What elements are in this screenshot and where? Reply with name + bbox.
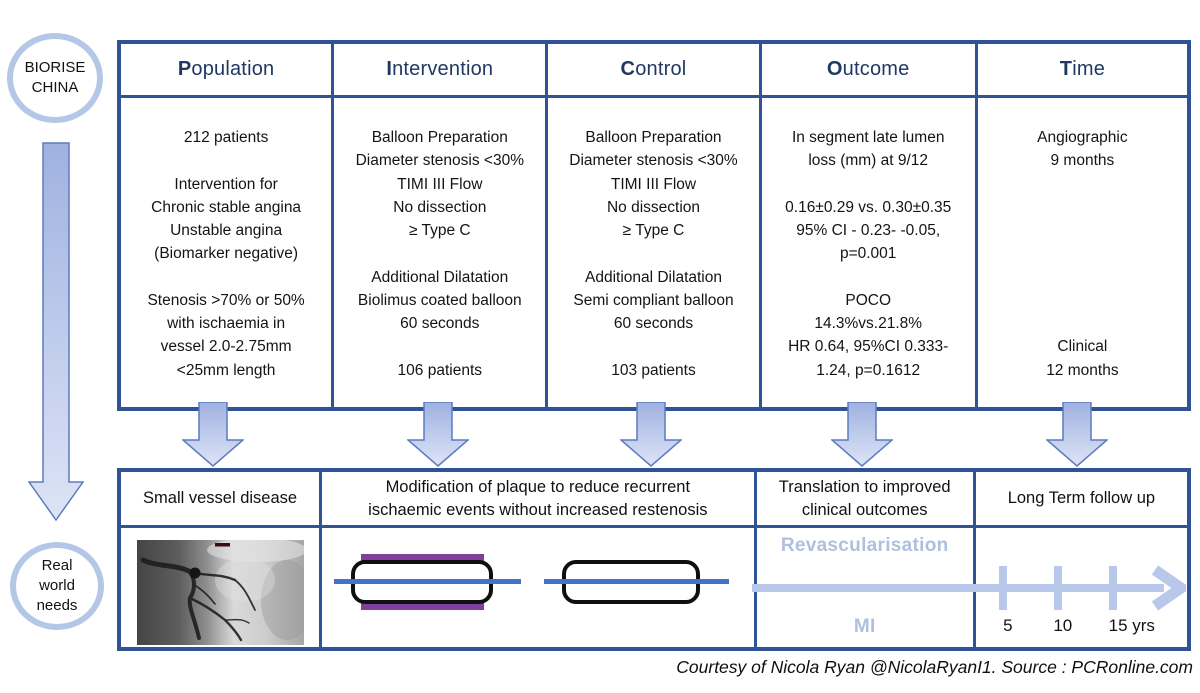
intervention-cell: Balloon Preparation Diameter stenosis <3…: [334, 98, 546, 407]
column-header-time: Time: [977, 44, 1187, 95]
picot-table: Population Intervention Control Outcome …: [117, 40, 1191, 411]
real-world-needs-badge: Real world needs: [10, 542, 104, 630]
summary-plaque-modification: Modification of plaque to reduce recurre…: [322, 472, 754, 525]
attribution-text: Courtesy of Nicola Ryan @NicolaRyanI1. S…: [676, 657, 1193, 677]
revascularisation-label: Revascularisation: [780, 535, 949, 556]
column-header-population: Population: [121, 44, 332, 95]
timeline-cell: 5 10 15 yrs: [975, 528, 1187, 647]
column-header-intervention: Intervention: [334, 44, 546, 95]
summary-table: Small vessel disease Modification of pla…: [117, 468, 1191, 651]
semi-compliant-balloon-icon: [544, 560, 730, 604]
outcome-flow-cell: Revascularisation MI: [756, 528, 973, 647]
time-cell: Angiographic 9 months Clinical 12 months: [977, 98, 1187, 407]
angiogram-image: [136, 540, 304, 645]
down-arrow-icon: [620, 402, 682, 467]
timeline-tick-label: 5: [1003, 616, 1013, 635]
column-header-control: Control: [548, 44, 759, 95]
down-arrow-icon: [831, 402, 893, 467]
long-down-arrow-icon: [28, 142, 84, 522]
summary-small-vessel: Small vessel disease: [121, 472, 320, 525]
column-header-outcome: Outcome: [761, 44, 975, 95]
population-cell: 212 patients Intervention for Chronic st…: [121, 98, 332, 407]
outcome-cell: In segment late lumen loss (mm) at 9/12 …: [761, 98, 975, 407]
control-cell: Balloon Preparation Diameter stenosis <3…: [548, 98, 759, 407]
angiogram-cell: [121, 528, 320, 647]
down-arrow-icon: [182, 402, 244, 467]
down-arrow-icon: [407, 402, 469, 467]
trial-name-badge: BIORISE CHINA: [7, 33, 103, 123]
timeline-tick-label: 10: [1053, 616, 1073, 635]
summary-clinical-outcomes: Translation to improved clinical outcome…: [756, 472, 973, 525]
timeline-tick-label: 15 yrs: [1108, 616, 1155, 635]
summary-long-term: Long Term follow up: [975, 472, 1187, 525]
real-world-needs-text: Real world needs: [36, 556, 78, 615]
trial-name-text: BIORISE CHINA: [24, 58, 86, 96]
balloon-diagrams: [334, 554, 730, 610]
drug-coated-balloon-icon: [334, 554, 522, 610]
down-arrow-icon: [1046, 402, 1108, 467]
balloons-cell: [322, 528, 754, 647]
mi-label: MI: [853, 616, 876, 637]
